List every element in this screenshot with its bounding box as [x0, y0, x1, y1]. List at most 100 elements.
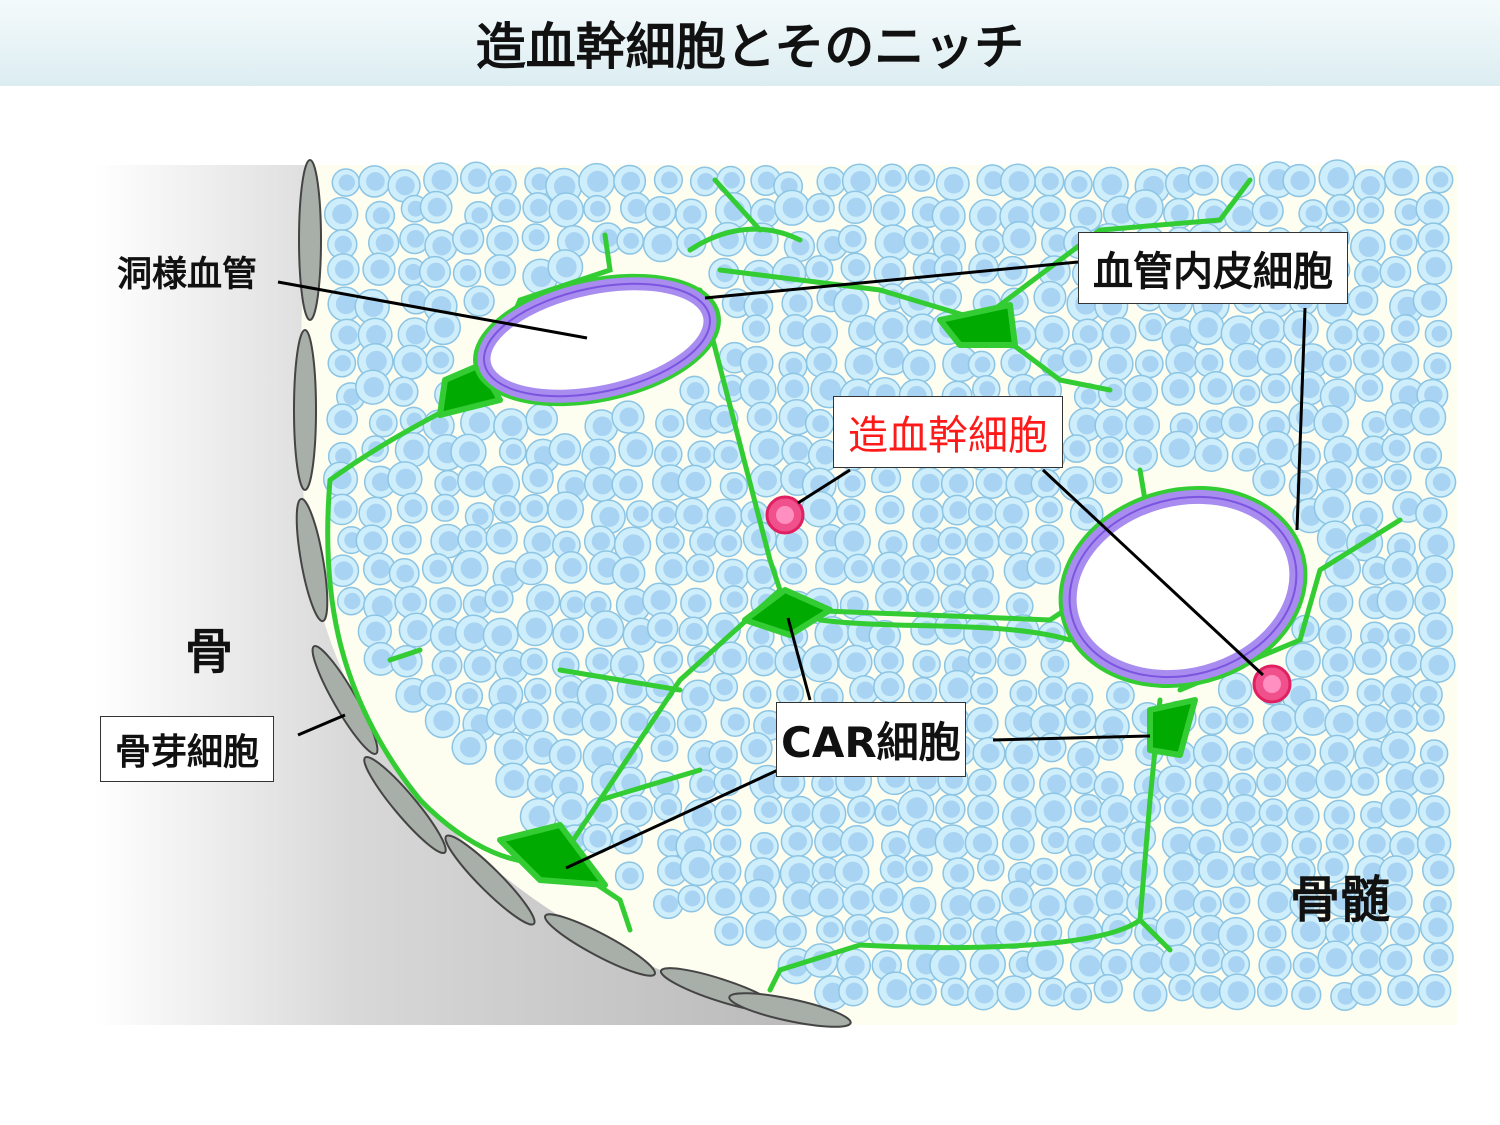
- cell-nucleus: [472, 508, 489, 525]
- cell-nucleus: [761, 801, 778, 818]
- cell-nucleus: [1392, 168, 1413, 189]
- cell-nucleus: [1355, 291, 1373, 309]
- cell-nucleus: [1391, 557, 1412, 578]
- cell-nucleus: [1423, 709, 1440, 726]
- cell-nucleus: [783, 532, 803, 552]
- cell-nucleus: [1332, 712, 1354, 734]
- hsc-nucleus: [1263, 675, 1281, 693]
- cell-nucleus: [685, 622, 703, 640]
- cell-nucleus: [1105, 383, 1123, 401]
- cell-nucleus: [1016, 685, 1033, 702]
- cell-nucleus: [1047, 354, 1065, 372]
- cell-nucleus: [619, 475, 638, 494]
- cell-nucleus: [697, 172, 715, 190]
- cell-nucleus: [1206, 858, 1229, 881]
- cell-nucleus: [492, 473, 514, 495]
- cell-nucleus: [1171, 799, 1189, 817]
- cell-nucleus: [1038, 712, 1060, 733]
- cell-nucleus: [1012, 712, 1033, 732]
- cell-nucleus: [500, 567, 520, 587]
- cell-nucleus: [1367, 806, 1384, 823]
- cell-nucleus: [471, 656, 491, 676]
- cell-nucleus: [592, 416, 613, 437]
- cell-nucleus: [727, 713, 745, 731]
- cell-nucleus: [784, 379, 804, 398]
- cell-nucleus: [1013, 326, 1031, 345]
- cell-nucleus: [881, 262, 901, 282]
- cell-nucleus: [1261, 860, 1281, 881]
- cell-nucleus: [460, 557, 482, 579]
- cell-nucleus: [1363, 746, 1384, 767]
- cell-nucleus: [1325, 948, 1347, 969]
- cell-nucleus: [684, 890, 701, 907]
- cell-nucleus: [335, 293, 357, 315]
- cell-nucleus: [819, 378, 841, 401]
- cell-nucleus: [470, 714, 491, 735]
- cell-nucleus: [1047, 774, 1067, 794]
- cell-nucleus: [1266, 891, 1289, 914]
- cell-nucleus: [1170, 204, 1189, 223]
- cell-nucleus: [786, 320, 806, 340]
- cell-nucleus: [1164, 918, 1185, 940]
- cell-nucleus: [1293, 862, 1311, 880]
- cell-nucleus: [984, 171, 1003, 190]
- cell-nucleus: [1425, 229, 1444, 248]
- cell-nucleus: [1259, 318, 1280, 340]
- cell-nucleus: [880, 201, 900, 221]
- title-bar: 造血幹細胞とそのニッチ: [0, 0, 1500, 86]
- cell-nucleus: [943, 831, 965, 853]
- cell-nucleus: [1325, 528, 1347, 549]
- cell-nucleus: [505, 443, 522, 460]
- cell-nucleus: [1325, 468, 1347, 489]
- cell-nucleus: [363, 376, 384, 398]
- cell-nucleus: [1387, 262, 1406, 282]
- label-osteoblast: 骨芽細胞: [100, 716, 275, 782]
- cell-nucleus: [757, 204, 775, 222]
- cell-nucleus: [1388, 738, 1410, 760]
- cell-nucleus: [910, 894, 931, 915]
- cell-nucleus: [618, 655, 639, 675]
- cell-nucleus: [1363, 202, 1380, 219]
- cell-nucleus: [689, 686, 709, 707]
- cell-nucleus: [920, 259, 939, 277]
- cell-nucleus: [947, 677, 969, 699]
- cell-nucleus: [376, 414, 393, 432]
- cell-nucleus: [1004, 982, 1026, 1003]
- cell-nucleus: [1358, 236, 1380, 258]
- cell-nucleus: [1328, 680, 1344, 697]
- cell-nucleus: [846, 596, 864, 614]
- cell-nucleus: [977, 682, 994, 699]
- cell-nucleus: [1008, 171, 1030, 192]
- cell-nucleus: [787, 406, 809, 428]
- cell-nucleus: [1290, 171, 1310, 191]
- cell-nucleus: [809, 498, 831, 520]
- cell-nucleus: [1042, 501, 1058, 518]
- cell-nucleus: [1172, 859, 1194, 882]
- cell-nucleus: [1015, 380, 1034, 399]
- cell-nucleus: [590, 596, 607, 613]
- car-cell-bodies: [437, 302, 1198, 888]
- cell-nucleus: [502, 739, 524, 761]
- cell-nucleus: [521, 708, 543, 729]
- cell-nucleus: [1271, 711, 1292, 732]
- cell-nucleus: [915, 683, 932, 700]
- cell-nucleus: [1011, 773, 1030, 792]
- cell-nucleus: [1432, 171, 1449, 188]
- cell-nucleus: [627, 198, 646, 217]
- cell-nucleus: [847, 258, 866, 277]
- cell-nucleus: [663, 559, 683, 579]
- cell-nucleus: [623, 233, 640, 249]
- cell-nucleus: [426, 262, 446, 282]
- cell-nucleus: [883, 232, 905, 254]
- cell-nucleus: [1266, 955, 1286, 976]
- cell-nucleus: [366, 325, 387, 346]
- cell-nucleus: [587, 170, 609, 193]
- cell-nucleus: [334, 410, 353, 429]
- cell-nucleus: [631, 624, 652, 646]
- cell-nucleus: [949, 923, 967, 941]
- cell-nucleus: [653, 716, 671, 733]
- cell-nucleus: [395, 468, 417, 489]
- cell-nucleus: [820, 804, 841, 825]
- cell-nucleus: [652, 202, 671, 221]
- cell-nucleus: [919, 504, 939, 524]
